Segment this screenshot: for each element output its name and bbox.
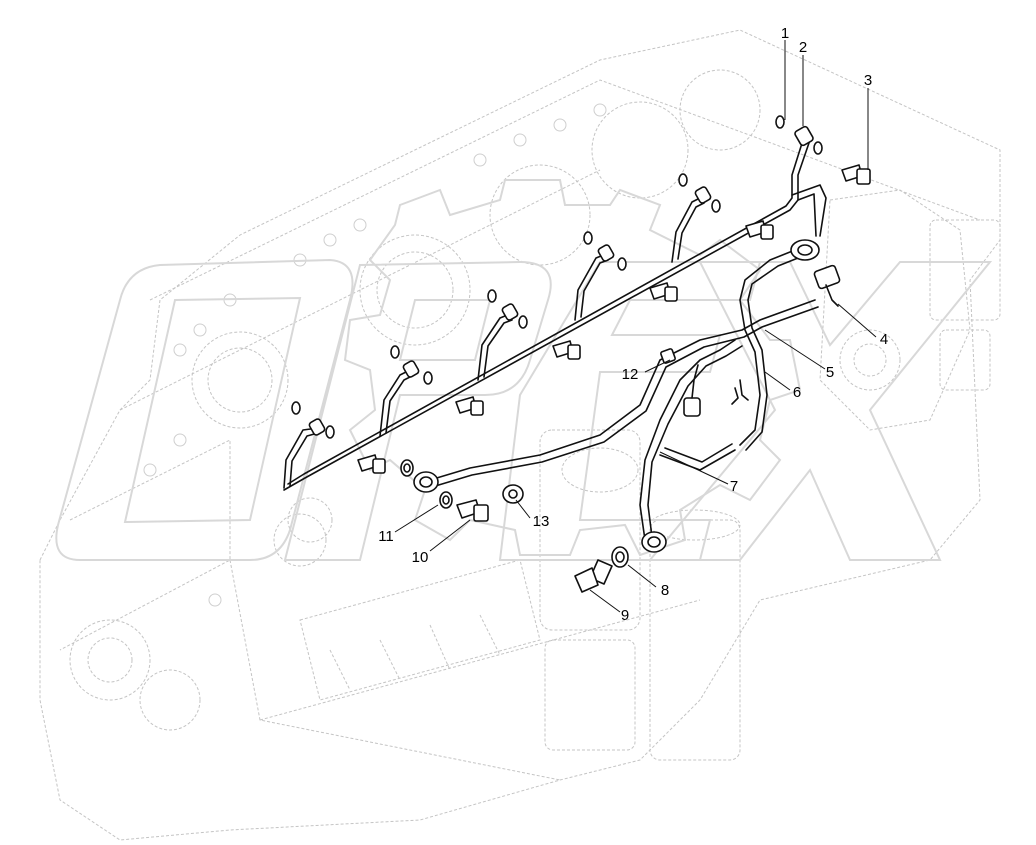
callout-3: 3 [864, 72, 872, 89]
injector-pipe-nuts [308, 125, 814, 436]
fuel-rail-pipe [283, 139, 827, 491]
callout-labels: 1 2 3 4 5 6 7 8 9 10 11 12 13 [378, 25, 888, 624]
callout-12: 12 [622, 366, 639, 383]
union-parts [400, 459, 629, 593]
callout-11: 11 [378, 528, 394, 545]
callout-1: 1 [781, 25, 789, 42]
callout-2: 2 [799, 39, 807, 56]
o-rings-row [291, 115, 823, 439]
watermark-logo [55, 179, 993, 561]
callout-6: 6 [793, 384, 801, 401]
leader-lines [394, 40, 877, 613]
callout-9: 9 [621, 607, 629, 624]
callout-7: 7 [730, 478, 738, 495]
callout-4: 4 [880, 331, 888, 348]
callout-10: 10 [412, 549, 429, 566]
engine-block-ghost [39, 29, 1001, 841]
callout-5: 5 [826, 364, 834, 381]
callout-13: 13 [533, 513, 550, 530]
pump-pipes [639, 239, 841, 553]
callout-8: 8 [661, 582, 669, 599]
hollow-bolts-row [357, 164, 871, 474]
